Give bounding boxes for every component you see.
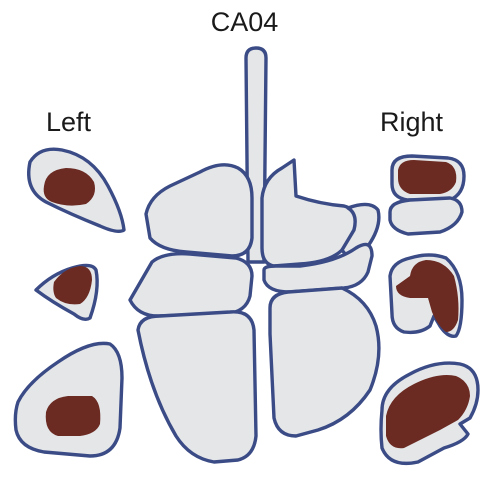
right-lesion-top [398,160,456,194]
right-lower-lobe [270,288,379,436]
left-middle-lobe [130,254,252,316]
left-side-label: Left [46,109,91,136]
left-lesion-lower [46,396,101,436]
right-side-label: Right [380,109,443,136]
diagram-title: CA04 [0,9,489,36]
left-lower-lobe [138,312,256,462]
left-upper-lobe-outer [146,165,252,256]
central-lung [130,48,379,462]
right-sections [381,156,478,463]
right-section-second [390,198,462,234]
left-sections [15,149,124,456]
